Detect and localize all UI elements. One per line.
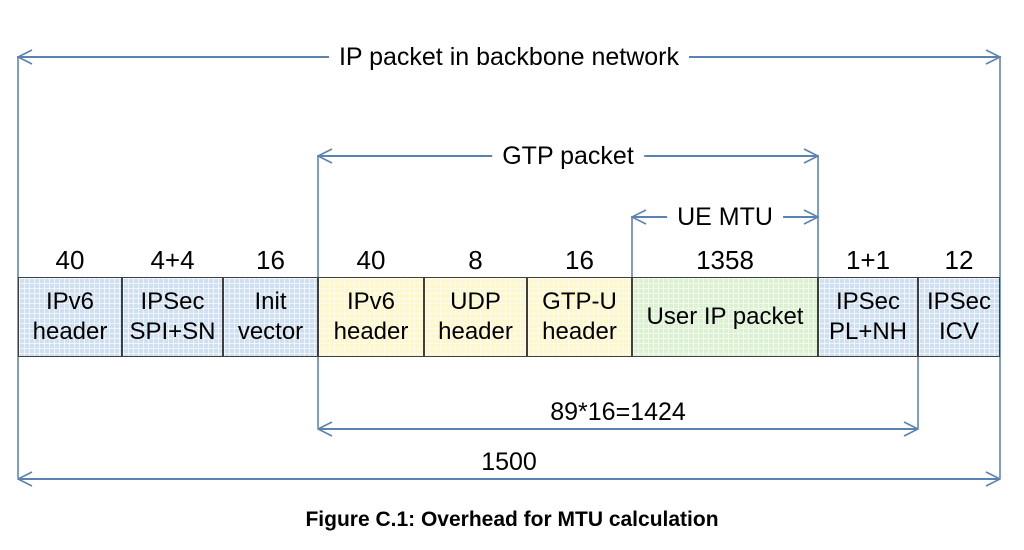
dimension-line	[318, 428, 918, 430]
packet-block-label-line2: vector	[237, 318, 304, 345]
arrow-right-icon	[803, 209, 819, 225]
packet-block-label-line1: IPv6	[45, 288, 95, 315]
packet-block-label-line2: header	[542, 318, 617, 345]
guide-line-ue-left	[631, 216, 633, 277]
dimension-total-1500: 1500	[17, 448, 1001, 487]
block-size-ipsec-icv: 12	[944, 245, 974, 275]
block-size-user-ip-packet: 1358	[696, 245, 754, 275]
packet-block-label-line2: header	[32, 318, 108, 345]
arrow-right-icon	[985, 471, 1001, 487]
guide-line-1424-right	[917, 357, 919, 428]
packet-block-label-line1: IPSec	[835, 288, 901, 315]
block-size-init-vector: 16	[256, 245, 285, 275]
dimension-gtp-total: 89*16=1424	[317, 398, 919, 437]
packet-block-label-line2: header	[438, 318, 513, 345]
block-size-ipv6-header-outer: 40	[55, 245, 85, 275]
dimension-gtp-packet: GTP packet	[317, 142, 819, 170]
guide-line-left-frame	[17, 56, 19, 478]
arrow-left-icon	[17, 49, 33, 65]
dimension-label-total-1500: 1500	[475, 448, 543, 476]
block-size-ipsec-spi-sn: 4+4	[150, 245, 195, 275]
dimension-label-gtp-packet: GTP packet	[492, 142, 644, 170]
arrow-left-icon	[317, 421, 333, 437]
dimension-label-gtp-total: 89*16=1424	[544, 398, 692, 426]
block-size-ipv6-header-inner: 40	[356, 245, 386, 275]
packet-block-label-line2: header	[333, 318, 409, 345]
block-size-udp-header: 8	[468, 245, 483, 275]
dimension-ip-packet-backbone: IP packet in backbone network	[17, 43, 1001, 71]
packet-block-label-line1: User IP packet	[646, 303, 804, 330]
packet-block-label-line2: PL+NH	[828, 318, 908, 345]
packet-block-ipv6-header-outer: IPv6 header	[18, 277, 122, 357]
arrow-right-icon	[903, 421, 919, 437]
block-size-ipsec-pl-nh: 1+1	[845, 245, 891, 275]
dimension-label-ue-mtu: UE MTU	[667, 203, 783, 231]
arrow-right-icon	[985, 49, 1001, 65]
arrow-left-icon	[631, 209, 647, 225]
packet-block-label-line1: GTP-U	[542, 288, 617, 315]
packet-block-udp-header: UDP header	[424, 277, 527, 357]
packet-block-label-line2: ICV	[938, 318, 979, 345]
packet-block-label-line1: IPv6	[346, 288, 396, 315]
packet-block-user-ip-packet: User IP packet	[632, 277, 818, 357]
packet-block-label-line2: SPI+SN	[129, 318, 216, 345]
packet-block-init-vector: Init vector	[223, 277, 318, 357]
dimension-line	[18, 478, 1000, 480]
arrow-left-icon	[17, 471, 33, 487]
packet-block-ipv6-header-inner: IPv6 header	[318, 277, 424, 357]
packet-block-label-line1: IPSec	[926, 288, 992, 315]
block-size-row: 40 4+4 16 40 8 16 1358 1+1 12	[18, 243, 1000, 277]
dimension-label-ip-packet-backbone: IP packet in backbone network	[328, 43, 690, 71]
figure-caption: Figure C.1: Overhead for MTU calculation	[305, 508, 719, 531]
arrow-right-icon	[803, 148, 819, 164]
arrow-left-icon	[317, 148, 333, 164]
block-size-gtpu-header: 16	[565, 245, 594, 275]
packet-block-label-line1: UDP	[450, 288, 501, 315]
packet-block-label-line1: Init	[254, 288, 287, 315]
dimension-ue-mtu: UE MTU	[631, 203, 819, 231]
guide-line-right-frame	[999, 56, 1001, 478]
guide-line-gtp-right	[817, 155, 819, 277]
packet-block-gtpu-header: GTP-U header	[527, 277, 632, 357]
packet-block-label-line1: IPSec	[140, 288, 205, 315]
